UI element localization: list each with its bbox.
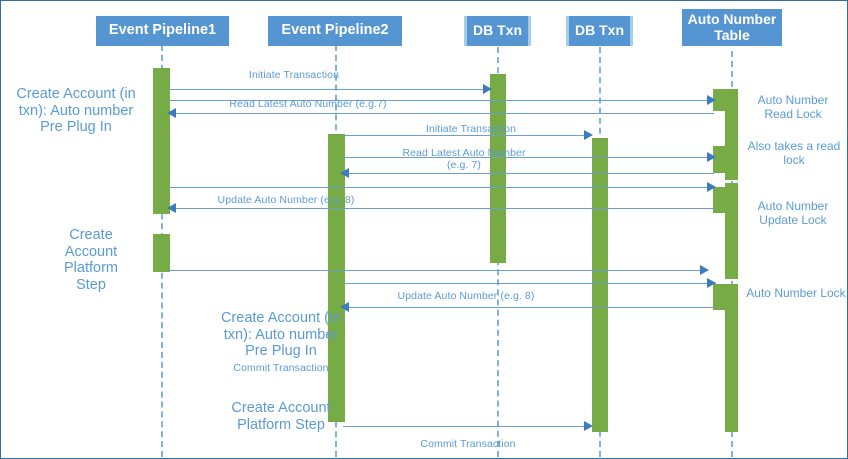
arrow-update-auto-number-2 bbox=[340, 302, 349, 312]
note-create-account-pre-plug-in-2: Create Account (In txn): Auto number Pre… bbox=[220, 310, 342, 360]
message-line-initiate-transaction-1 bbox=[168, 89, 490, 90]
message-label-read-latest-auto-number-2: Read Latest Auto Number (e.g. 7) bbox=[402, 147, 526, 172]
activation-ant-second-read-lock bbox=[713, 146, 726, 173]
note-auto-number-read-lock: Auto Number Read Lock bbox=[757, 93, 829, 121]
activation-ant-update-lock bbox=[713, 187, 726, 213]
activation-ant-read-lock bbox=[713, 89, 726, 111]
arrow-read-latest-auto-number-1 bbox=[167, 108, 176, 118]
activation-ant-main-3 bbox=[725, 284, 738, 432]
message-label-commit-transaction-1: Commit Transaction bbox=[233, 362, 329, 374]
activation-ep2 bbox=[328, 134, 345, 422]
note-create-account-platform-step-1: Create Account Platform Step bbox=[64, 227, 118, 294]
arrow-update-auto-number-1 bbox=[167, 203, 176, 213]
message-label-update-auto-number-1: Update Auto Number (e.g. 8) bbox=[217, 194, 355, 206]
message-label-initiate-transaction-2: Initiate Transaction bbox=[425, 123, 517, 135]
message-line-commit-transaction-2 bbox=[343, 426, 586, 427]
message-label-initiate-transaction-1: Initiate Transaction bbox=[248, 69, 340, 81]
arrow-read-lock-acquire bbox=[707, 95, 716, 105]
message-line-update-lock-request bbox=[168, 187, 714, 188]
activation-db-txn-1 bbox=[490, 74, 506, 263]
actor-label: Event Pipeline2 bbox=[281, 22, 389, 39]
message-line-second-read-lock-acquire bbox=[343, 157, 714, 158]
message-label-read-latest-auto-number-1: Read Latest Auto Number (e.g.7) bbox=[229, 98, 387, 110]
arrow-initiate-transaction-2 bbox=[584, 130, 593, 140]
message-line-update-auto-number-1 bbox=[176, 208, 714, 209]
activation-ant-lock bbox=[713, 284, 726, 310]
actor-auto-number-table[interactable]: Auto Number Table bbox=[682, 9, 782, 46]
note-auto-number-lock: Auto Number Lock bbox=[746, 286, 846, 300]
activation-db-txn-2 bbox=[592, 138, 608, 432]
activation-ant-main-1 bbox=[725, 89, 738, 180]
actor-label: DB Txn bbox=[575, 22, 624, 39]
actor-event-pipeline2[interactable]: Event Pipeline2 bbox=[268, 16, 402, 46]
arrow-second-read-lock-acquire bbox=[707, 152, 716, 162]
arrow-ant-lock-request bbox=[707, 278, 716, 288]
note-auto-number-update-lock: Auto Number Update Lock bbox=[757, 199, 829, 227]
arrow-ep1-platform-step-to-ant bbox=[700, 265, 709, 275]
message-line-initiate-transaction-2 bbox=[343, 135, 586, 136]
arrow-commit-transaction-2 bbox=[584, 421, 593, 431]
message-line-read-lock-acquire bbox=[168, 100, 714, 101]
message-label-commit-transaction-2: Commit Transaction bbox=[420, 438, 516, 450]
note-create-account-pre-plug-in-1: Create Account (in txn): Auto number Pre… bbox=[16, 86, 136, 136]
actor-label: Auto Number Table bbox=[687, 11, 777, 43]
activation-ep1-second bbox=[153, 234, 170, 272]
message-label-update-auto-number-2: Update Auto Number (e.g. 8) bbox=[397, 290, 535, 302]
activation-ant-main-2 bbox=[725, 183, 738, 279]
note-also-takes-a-read-lock: Also takes a read lock bbox=[747, 139, 841, 167]
actor-db-txn-2[interactable]: DB Txn bbox=[566, 16, 633, 46]
actor-label: Event Pipeline1 bbox=[108, 22, 217, 39]
actor-event-pipeline1[interactable]: Event Pipeline1 bbox=[96, 16, 229, 46]
note-create-account-platform-step-2: Create Account Platform Step bbox=[231, 400, 331, 433]
message-line-ant-lock-request bbox=[343, 283, 716, 284]
message-line-update-auto-number-2 bbox=[349, 307, 714, 308]
activation-ep1-first bbox=[153, 68, 170, 214]
message-line-read-latest-auto-number-1 bbox=[176, 113, 714, 114]
message-line-read-latest-auto-number-2 bbox=[349, 173, 714, 174]
actor-db-txn-1[interactable]: DB Txn bbox=[464, 16, 531, 46]
arrow-read-latest-auto-number-2 bbox=[340, 168, 349, 178]
actor-label: DB Txn bbox=[473, 22, 522, 39]
message-line-ep1-platform-step-to-ant bbox=[168, 270, 707, 271]
arrow-initiate-transaction-1 bbox=[483, 84, 492, 94]
arrow-update-lock-request bbox=[707, 182, 716, 192]
